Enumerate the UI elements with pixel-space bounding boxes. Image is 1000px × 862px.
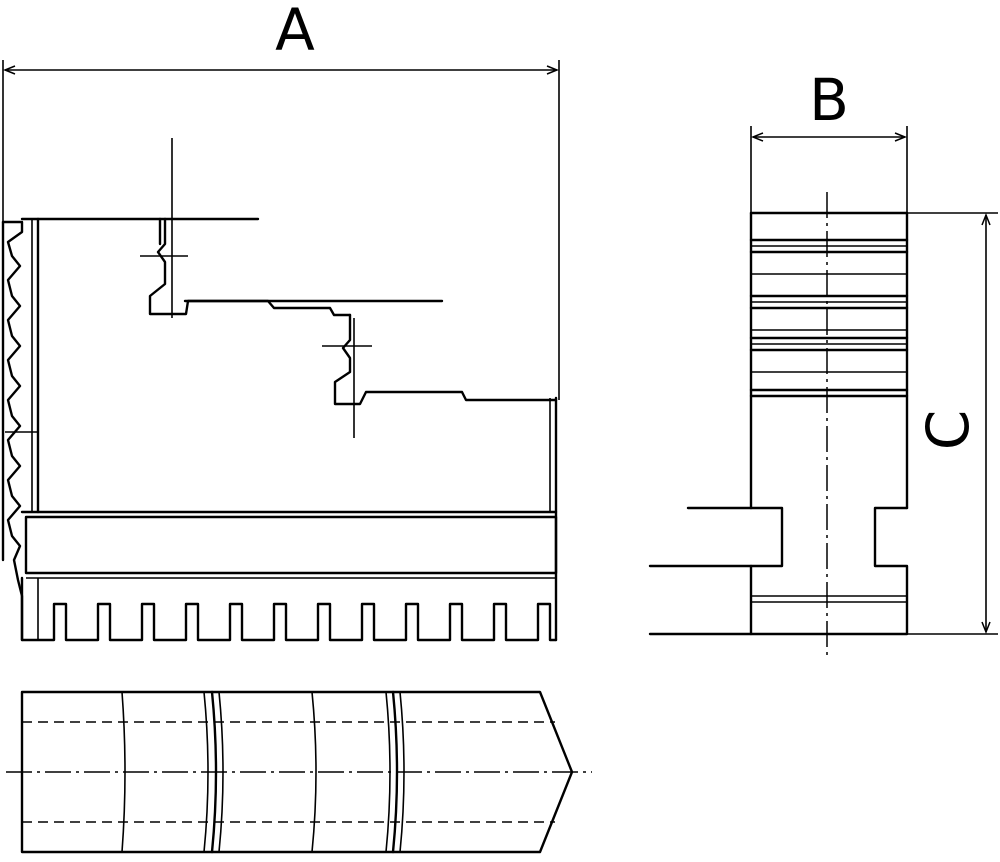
- t-slot: [749, 506, 909, 636]
- side-serrations: [749, 238, 909, 398]
- dimension-b: B: [750, 66, 908, 214]
- dimension-a: A: [2, 0, 560, 400]
- jaw-serrations: [1, 220, 24, 642]
- dim-b-label: B: [809, 66, 849, 134]
- bottom-teeth: [20, 576, 558, 642]
- jaw-steps: [140, 138, 558, 438]
- dimension-c: C: [907, 212, 998, 635]
- front-view: A: [1, 0, 560, 642]
- dim-c-label: C: [914, 410, 982, 451]
- top-view: [6, 690, 592, 854]
- top-view-outline: [20, 690, 574, 854]
- side-view: B C: [648, 66, 998, 660]
- dim-a-label: A: [275, 0, 315, 64]
- slide-bar: [24, 515, 558, 575]
